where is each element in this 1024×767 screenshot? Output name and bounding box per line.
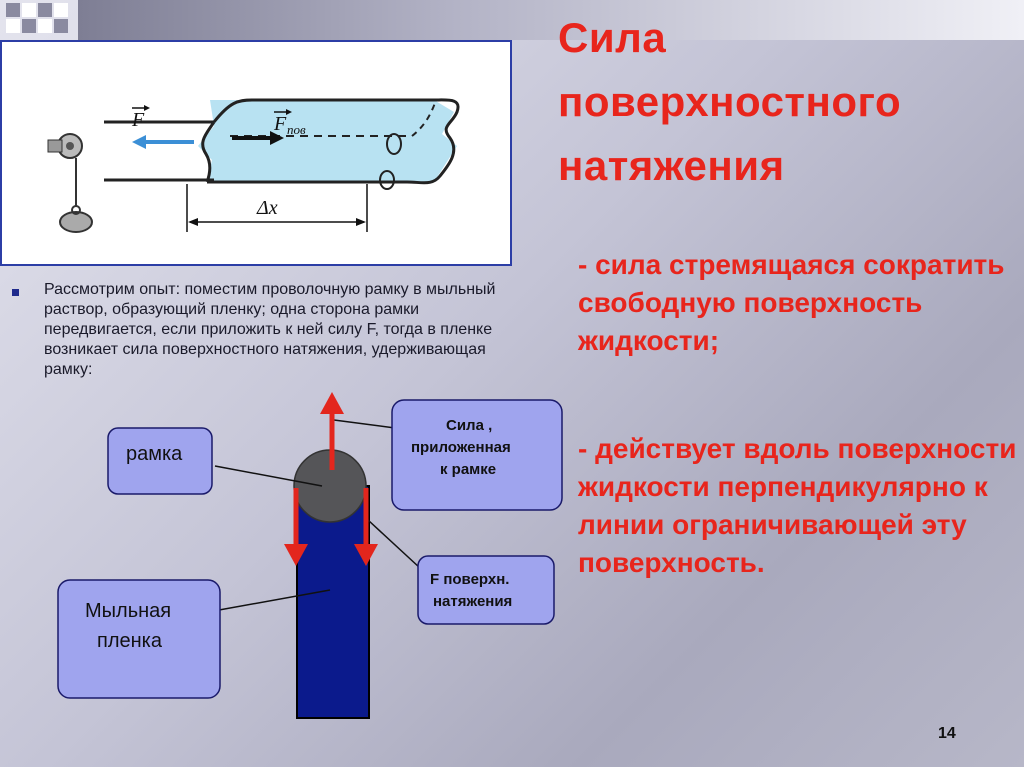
experiment-description: Рассмотрим опыт: поместим проволочную ра… bbox=[44, 281, 496, 378]
decorative-squares bbox=[6, 3, 68, 33]
callout-film-line1: Мыльная bbox=[85, 600, 171, 622]
tension-arrow-left bbox=[284, 544, 308, 566]
wire-frame-illustration: F F пов Δx bbox=[47, 98, 460, 233]
wire-frame-figure: F F пов Δx bbox=[0, 40, 512, 266]
callout-tension bbox=[417, 555, 555, 625]
weight-icon bbox=[59, 211, 93, 233]
callout-frame bbox=[107, 427, 213, 495]
callout-applied-force bbox=[391, 399, 563, 511]
soap-film-column bbox=[296, 485, 370, 719]
page-number: 14 bbox=[938, 725, 956, 742]
top-band bbox=[78, 0, 1024, 40]
force-fpov-subscript: пов bbox=[287, 122, 306, 137]
delta-x-label: Δx bbox=[256, 197, 278, 219]
slide-title: Сила поверхностного натяжения bbox=[558, 14, 902, 189]
callout-tension-line1: F поверхн. bbox=[430, 571, 509, 588]
applied-force-arrow bbox=[320, 392, 344, 414]
callout-applied-line3: к рамке bbox=[440, 461, 496, 478]
tension-arrow-right bbox=[354, 544, 378, 566]
callout-tension-line2: натяжения bbox=[433, 593, 512, 610]
callout-applied-line2: приложенная bbox=[411, 439, 511, 456]
film-diagram: рамка Мыльная пленка Сила , приложенная … bbox=[57, 392, 563, 719]
callout-film-line2: пленка bbox=[97, 630, 163, 652]
force-fpov-label: F bbox=[273, 113, 287, 135]
callout-applied-line1: Сила , bbox=[446, 417, 492, 434]
callout-soap-film bbox=[57, 579, 221, 699]
callout-frame-label: рамка bbox=[126, 443, 183, 465]
soap-film-area bbox=[198, 100, 457, 182]
force-f-label: F bbox=[131, 109, 145, 131]
definition-1: - сила стремящаяся сократить свободную п… bbox=[578, 249, 1005, 356]
bullet-icon bbox=[12, 289, 19, 296]
definition-2: - действует вдоль поверхности жидкости п… bbox=[578, 433, 1017, 578]
